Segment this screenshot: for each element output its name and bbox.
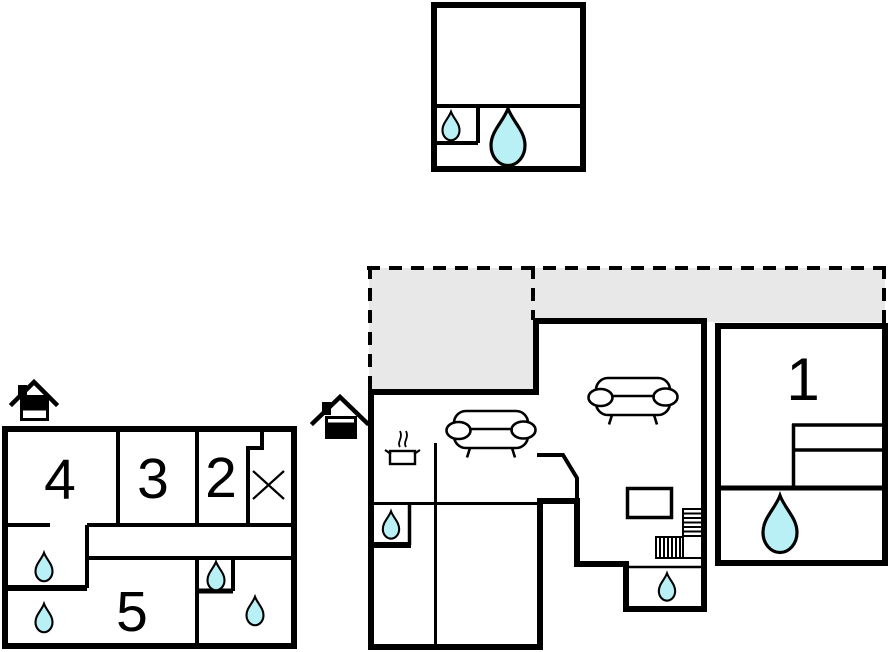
room-5-label: 5 [116, 580, 148, 644]
water-drop-icon [658, 572, 676, 602]
ground-floor-outer-walls [368, 318, 707, 650]
outbuilding-plan [431, 2, 586, 172]
terrace-area [535, 268, 885, 322]
upper-floor-plan [2, 378, 297, 649]
table [625, 486, 674, 520]
sofa-icon [445, 409, 537, 459]
water-drop-icon [382, 510, 400, 540]
room-4-label: 4 [44, 448, 76, 512]
sofa-icon [587, 376, 679, 426]
upper-floor-indicator-icon [8, 378, 60, 421]
door-opening-wall [537, 453, 579, 501]
steam-icon [404, 430, 408, 448]
ground-floor-plan [309, 266, 888, 650]
upper-floor-outer-walls [2, 426, 297, 649]
cross-marker-icon [252, 470, 285, 500]
terrace-area [369, 268, 535, 392]
upper-floor-interior-walls [2, 429, 294, 646]
room-1-label: 1 [786, 346, 819, 413]
stairs-icon [655, 508, 703, 559]
room-1-walls [715, 323, 888, 566]
ground-floor-indicator-icon [309, 393, 371, 439]
steam-icon [398, 430, 402, 448]
room-3-label: 3 [137, 447, 169, 511]
closet [791, 423, 885, 488]
room-2-label: 2 [205, 446, 237, 510]
terrace-dashed-outline [367, 266, 887, 389]
stove-icon [384, 430, 421, 466]
